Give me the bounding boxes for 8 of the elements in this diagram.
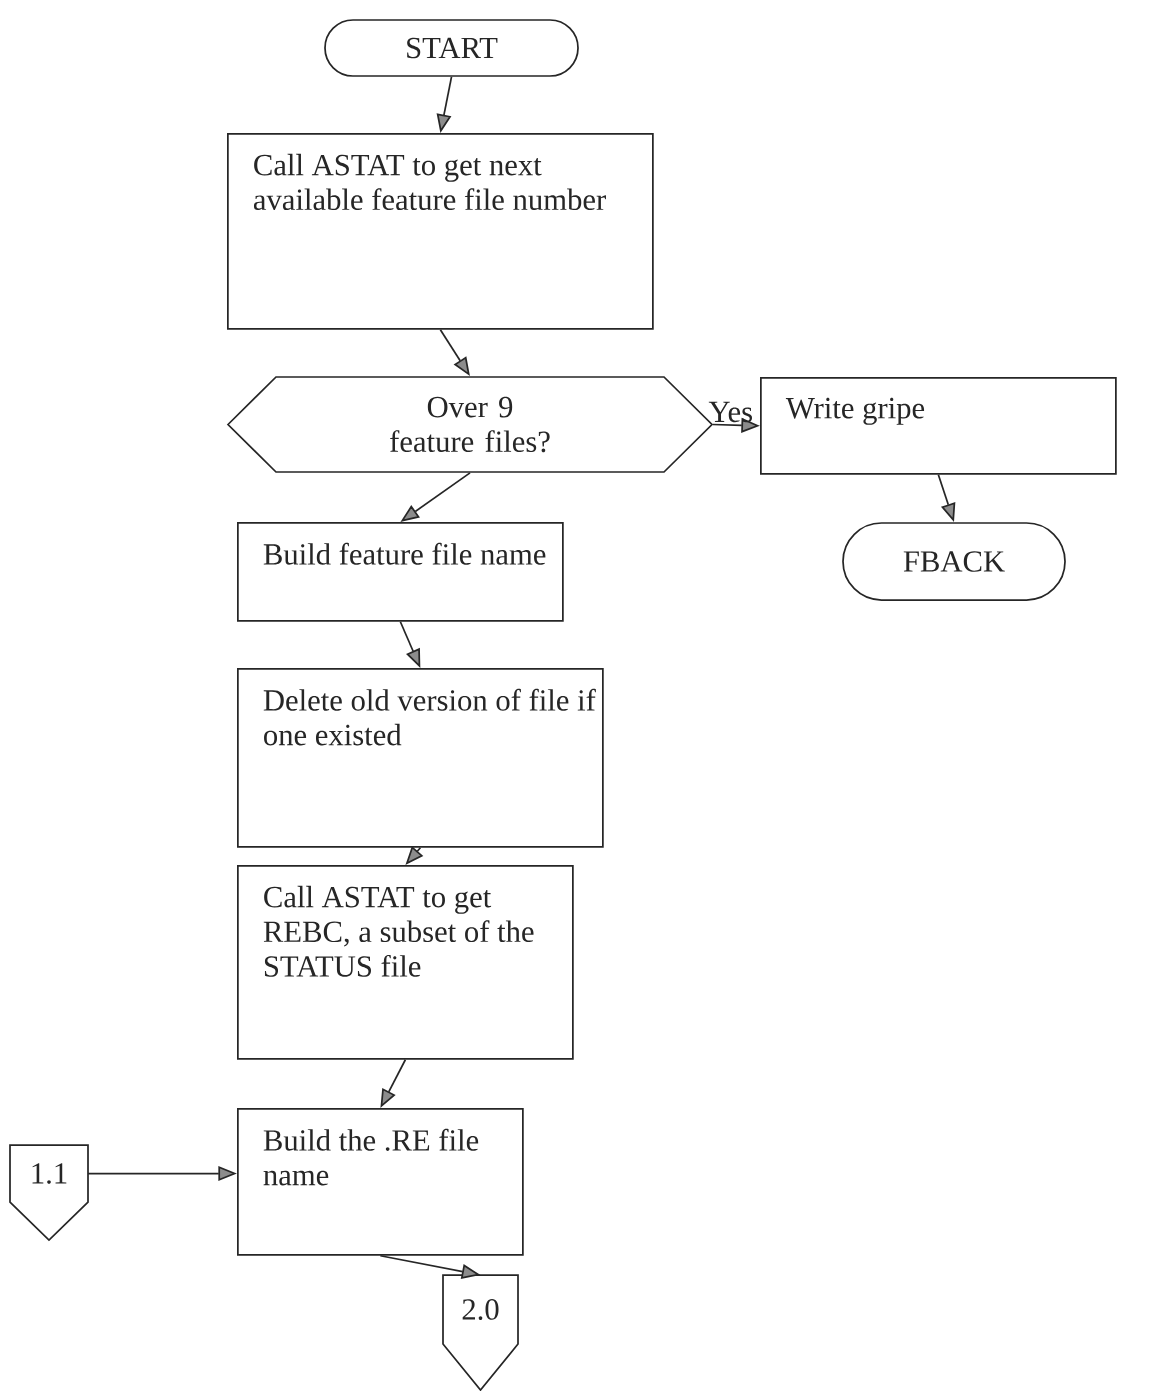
offpage-connector: 1.1 <box>9 1144 89 1242</box>
process-box: Write gripe <box>760 377 1117 475</box>
process-box: Build feature file name <box>237 522 564 622</box>
process-box: Delete old version of file if one existed <box>237 668 604 848</box>
process-box: Call ASTAT to get REBC, a subset of the STATUS file <box>237 865 574 1060</box>
offpage-connector: 2.0 <box>442 1274 519 1391</box>
process-box: Build the .RE file name <box>237 1108 524 1256</box>
process-box: Call ASTAT to get next available feature file number <box>227 133 654 330</box>
